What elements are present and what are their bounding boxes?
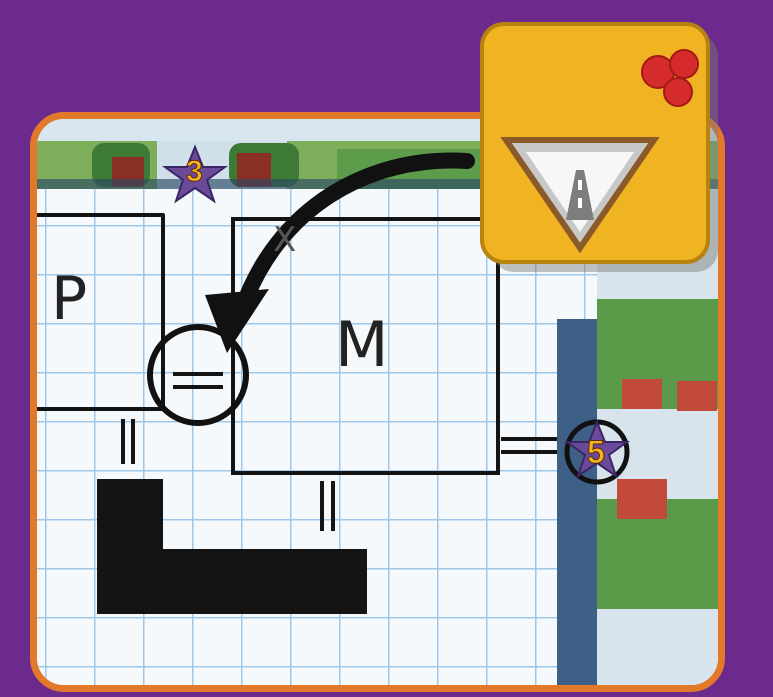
- bonus-star-3-value: 3: [186, 155, 203, 189]
- room-label-left: P: [51, 269, 87, 329]
- room-label-right: M: [335, 314, 389, 376]
- road-card-tile: [478, 20, 728, 282]
- card-art: [478, 20, 728, 282]
- door-mark-top: X: [273, 223, 296, 257]
- bonus-star-5-value: 5: [587, 434, 605, 471]
